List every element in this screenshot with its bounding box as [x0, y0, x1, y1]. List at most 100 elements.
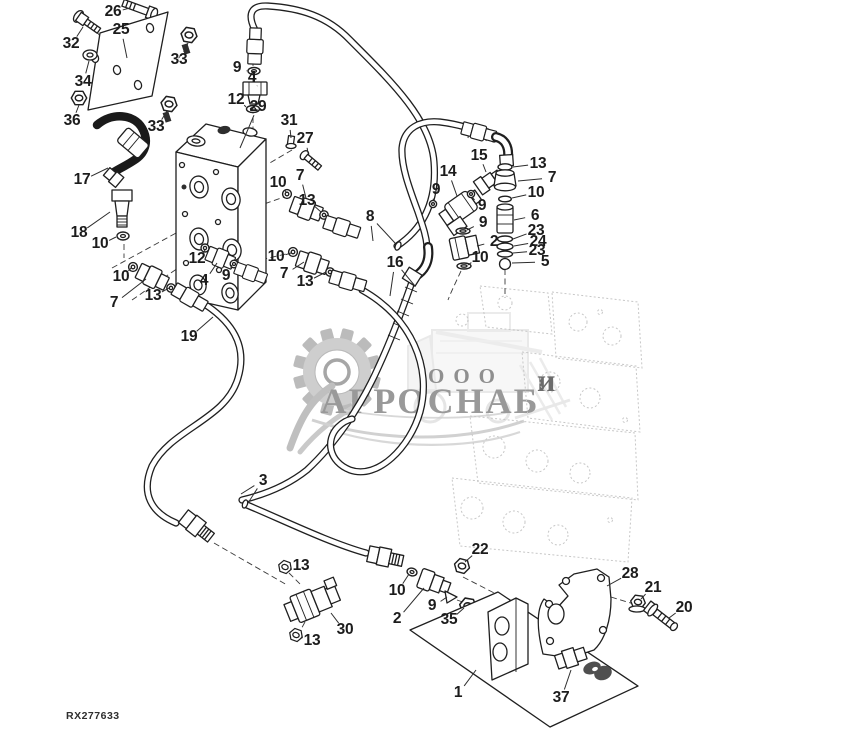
leader-line [314, 206, 322, 213]
hose-loop [326, 286, 427, 476]
stud-31 [285, 134, 297, 150]
leader-line [284, 189, 287, 193]
leader-line [401, 269, 416, 287]
hose8-crimp-top [245, 27, 265, 65]
wing-clip [583, 661, 612, 681]
screw-27 [299, 150, 323, 171]
leader-line [376, 223, 396, 244]
leader-line [289, 567, 292, 570]
relief-valve-stack [493, 163, 517, 271]
leader-line [467, 262, 472, 266]
callout-33: 33 [147, 118, 165, 135]
screw-20 [642, 600, 679, 632]
callout-7: 7 [295, 167, 305, 184]
leader-line [402, 573, 410, 584]
callout-9: 9 [232, 59, 242, 76]
hose-3 [241, 499, 370, 557]
callout-9: 9 [477, 197, 487, 214]
oring-10-bottom [406, 567, 418, 577]
leader-line [463, 669, 477, 687]
callout-8: 8 [365, 208, 375, 225]
callout-30: 30 [336, 621, 354, 638]
leader-line [240, 485, 255, 495]
leader-line [511, 194, 527, 199]
leader-line [209, 262, 218, 274]
callout-34: 34 [74, 73, 92, 90]
leader-line [511, 261, 536, 264]
fitting-30 [283, 576, 342, 624]
leader-line [230, 264, 233, 269]
leader-line [76, 26, 84, 37]
nut-13-lower [287, 626, 305, 644]
leader-line [466, 226, 475, 231]
fitting-row-left [127, 260, 211, 315]
hose-19 [143, 296, 245, 527]
leader-line [122, 38, 128, 59]
callout-16: 16 [386, 254, 404, 271]
leader-line [464, 555, 473, 563]
callout-2: 2 [392, 610, 402, 627]
watermark-prefix: ООО [428, 364, 504, 388]
fitting-18 [111, 189, 133, 241]
callout-37: 37 [552, 689, 570, 706]
callout-23: 23 [528, 242, 546, 259]
leader-line [306, 147, 309, 154]
hose-8 [247, 2, 439, 251]
fitting-2-bottom [416, 568, 452, 594]
leader-line [313, 271, 327, 279]
fitting-4-top [242, 81, 268, 105]
hose19-end-fitting [177, 508, 218, 546]
callout-27: 27 [296, 130, 314, 147]
leader-line [108, 236, 117, 241]
leader-line [330, 612, 340, 624]
leader-line [512, 233, 527, 240]
callout-12: 12 [227, 91, 245, 108]
callout-10: 10 [527, 184, 545, 201]
callout-10: 10 [91, 235, 109, 252]
leader-line [563, 669, 572, 690]
watermark-stray-letter: и [537, 362, 555, 398]
cone-9-bottom [444, 590, 458, 604]
callout-1: 1 [453, 684, 463, 701]
fitting-37 [553, 646, 612, 681]
callout-13: 13 [144, 287, 162, 304]
leader-line [512, 251, 528, 254]
leader-line [476, 243, 485, 247]
leader-line [292, 261, 305, 270]
leader-line [161, 110, 168, 120]
callout-9: 9 [478, 214, 488, 231]
leader-line [403, 587, 425, 613]
elbow-16-fitting [401, 242, 434, 287]
leader-line [85, 60, 90, 74]
part-code: RX277633 [66, 710, 120, 722]
upright-bracket [487, 597, 529, 681]
leader-line [640, 593, 646, 600]
washer-34 [82, 49, 98, 61]
callout-29: 29 [249, 98, 267, 115]
leader-line [247, 488, 258, 504]
callout-2: 2 [489, 233, 499, 250]
leader-line [203, 249, 206, 253]
hose3-end-fitting [365, 544, 406, 571]
valve-block-29 [175, 123, 267, 311]
callout-12: 12 [188, 250, 206, 267]
callout-4: 4 [247, 69, 257, 86]
leader-line [482, 164, 487, 173]
callout-7: 7 [279, 265, 289, 282]
leader-line [243, 104, 247, 108]
callout-19: 19 [180, 328, 198, 345]
oring-9-top [247, 66, 261, 76]
leader-line [370, 225, 374, 242]
callout-5: 5 [540, 253, 550, 270]
nut-22 [452, 556, 472, 576]
callout-6: 6 [530, 207, 540, 224]
callout-9: 9 [221, 267, 231, 284]
callout-22: 22 [471, 541, 489, 558]
callout-21: 21 [644, 579, 662, 596]
callout-15: 15 [470, 147, 488, 164]
callout-18: 18 [70, 224, 88, 241]
callout-24: 24 [529, 233, 547, 250]
callout-13: 13 [296, 273, 314, 290]
leader-line [121, 278, 147, 298]
